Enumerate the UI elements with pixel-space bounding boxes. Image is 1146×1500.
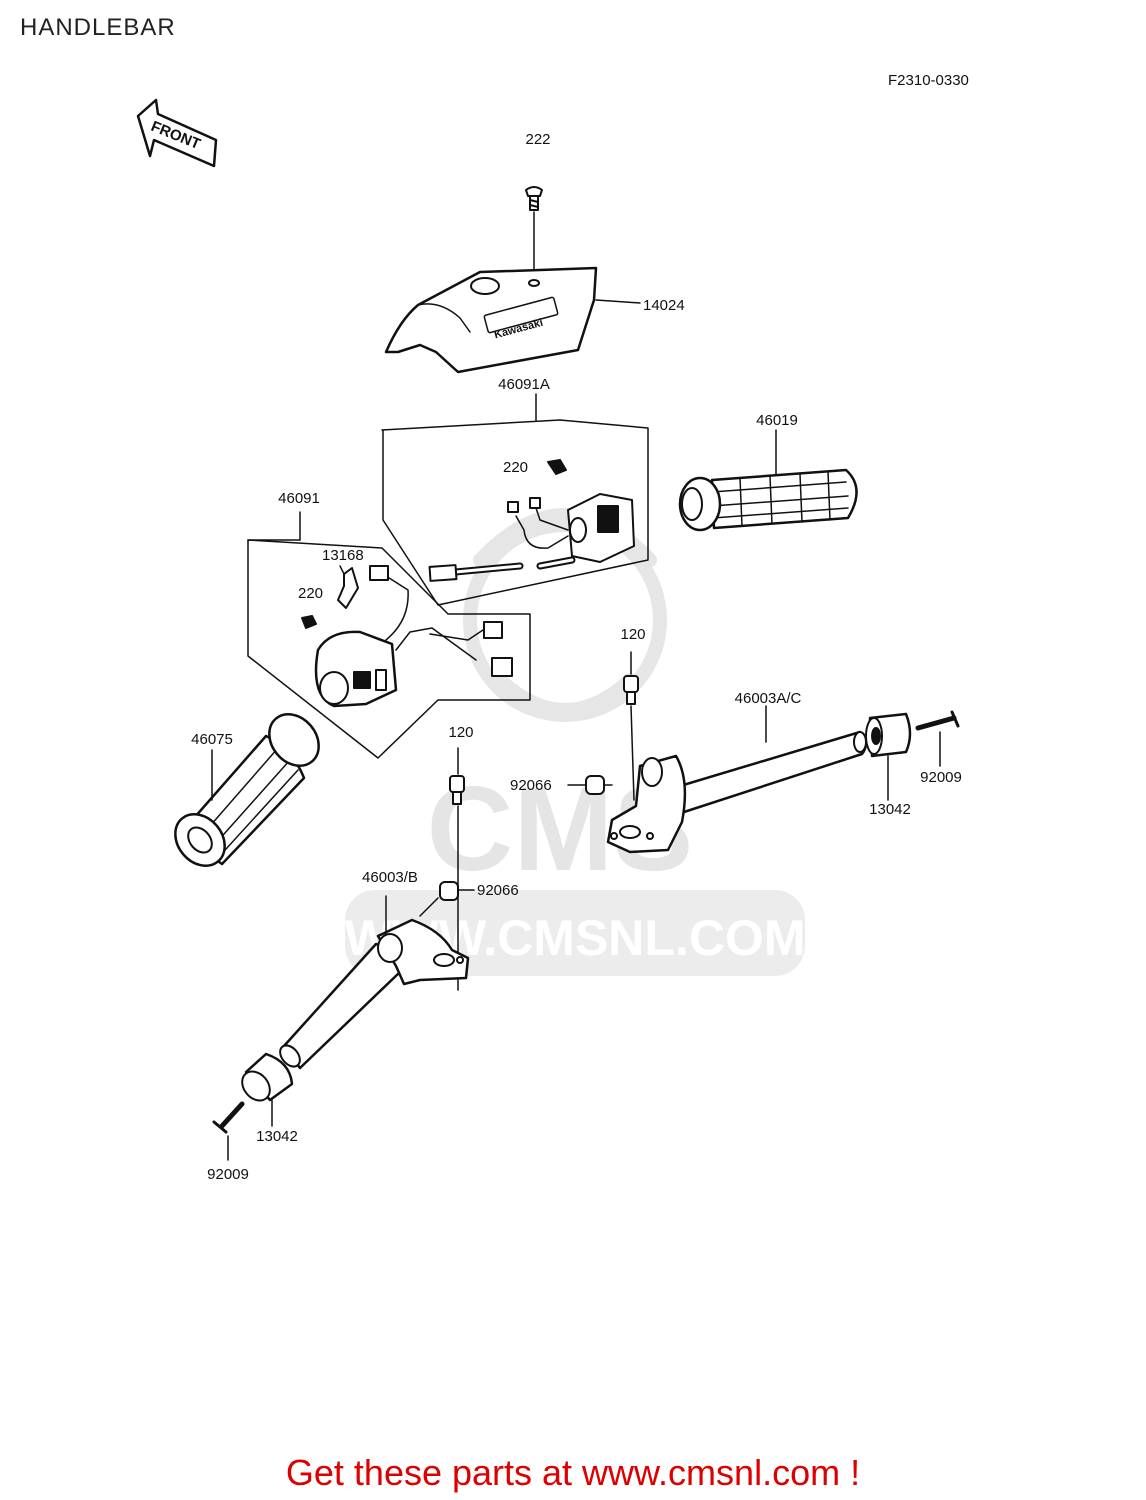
part-label-46091A: 46091A <box>498 376 550 393</box>
throttle-grip-46019-icon <box>678 429 858 532</box>
part-label-13042-right: 13042 <box>869 801 911 818</box>
part-label-92066-upper: 92066 <box>510 777 552 794</box>
part-label-220-upper: 220 <box>503 459 528 476</box>
part-label-14024: 14024 <box>643 297 685 314</box>
left-switch-46091-icon <box>247 511 531 759</box>
part-label-46019: 46019 <box>756 412 798 429</box>
part-label-92066-lower: 92066 <box>477 882 519 899</box>
page-title: HANDLEBAR <box>20 14 176 41</box>
part-label-13042-left: 13042 <box>256 1128 298 1145</box>
diagram-code: F2310-0330 <box>888 72 969 89</box>
right-screw-92009-icon <box>915 710 960 767</box>
part-label-222: 222 <box>525 131 550 148</box>
part-label-92009-left: 92009 <box>207 1166 249 1183</box>
part-label-120-upper: 120 <box>620 626 645 643</box>
plug-92066-lower-icon <box>419 881 475 917</box>
part-label-220-lower: 220 <box>298 585 323 602</box>
left-bar-end-13042-icon <box>241 1052 294 1127</box>
handlebar-cover-14024-icon: Kawasaki <box>384 266 641 374</box>
left-handlebar-46003B-icon <box>279 895 470 1070</box>
get-parts-link[interactable]: Get these parts at www.cmsnl.com ! <box>285 1452 861 1493</box>
part-label-46091: 46091 <box>278 490 320 507</box>
plug-92066-upper-icon <box>567 775 613 795</box>
left-screw-92009-icon <box>212 1101 245 1161</box>
screw-222-icon <box>525 186 543 286</box>
cmsnl-watermark: CMS WWW.CMSNL.COM <box>344 508 806 976</box>
part-label-46003AC: 46003A/C <box>735 690 802 707</box>
part-label-46003B: 46003/B <box>362 869 418 886</box>
part-label-46075: 46075 <box>191 731 233 748</box>
front-direction-arrow: FRONT <box>136 98 218 168</box>
part-label-120-lower: 120 <box>448 724 473 741</box>
bolt-120-upper-icon <box>623 651 639 801</box>
part-label-13168: 13168 <box>322 547 364 564</box>
left-grip-46075-icon <box>174 713 320 867</box>
right-bar-end-13042-icon <box>865 712 912 801</box>
part-label-92009-right: 92009 <box>920 769 962 786</box>
right-switch-46091A-icon <box>381 393 649 606</box>
right-handlebar-46003AC-icon <box>606 705 867 854</box>
